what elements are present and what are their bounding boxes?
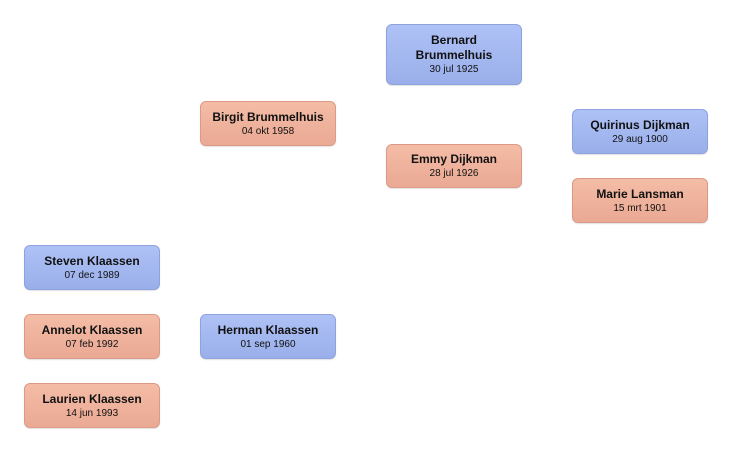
- person-birth-date: 29 aug 1900: [612, 133, 668, 145]
- person-box-quirinus-dijkman[interactable]: Quirinus Dijkman 29 aug 1900: [572, 109, 708, 154]
- person-box-herman-klaassen[interactable]: Herman Klaassen 01 sep 1960: [200, 314, 336, 359]
- person-name: Herman Klaassen: [217, 322, 319, 337]
- person-name: Steven Klaassen: [44, 253, 140, 268]
- person-birth-date: 07 feb 1992: [65, 338, 119, 350]
- person-birth-date: 28 jul 1926: [429, 168, 479, 179]
- person-box-annelot-klaassen[interactable]: Annelot Klaassen 07 feb 1992: [24, 314, 160, 359]
- person-name: Quirinus Dijkman: [590, 117, 690, 132]
- person-birth-date: 14 jun 1993: [65, 407, 119, 419]
- person-birth-date: 01 sep 1960: [240, 338, 296, 350]
- person-name: Laurien Klaassen: [42, 391, 142, 406]
- person-birth-date: 30 jul 1925: [429, 64, 479, 75]
- person-name: Marie Lansman: [596, 186, 684, 201]
- person-name: Annelot Klaassen: [41, 322, 143, 337]
- person-name: Bernard Brummelhuis: [415, 33, 493, 62]
- person-box-marie-lansman[interactable]: Marie Lansman 15 mrt 1901: [572, 178, 708, 223]
- person-box-laurien-klaassen[interactable]: Laurien Klaassen 14 jun 1993: [24, 383, 160, 428]
- person-name: Birgit Brummelhuis: [212, 109, 324, 124]
- person-box-birgit-brummelhuis[interactable]: Birgit Brummelhuis 04 okt 1958: [200, 101, 336, 146]
- person-birth-date: 15 mrt 1901: [613, 202, 667, 214]
- person-birth-date: 07 dec 1989: [64, 269, 120, 281]
- person-box-steven-klaassen[interactable]: Steven Klaassen 07 dec 1989: [24, 245, 160, 290]
- person-name: Emmy Dijkman: [410, 152, 498, 166]
- person-birth-date: 04 okt 1958: [241, 125, 295, 137]
- person-box-emmy-dijkman[interactable]: Emmy Dijkman 28 jul 1926: [386, 144, 522, 188]
- person-box-bernard-brummelhuis[interactable]: Bernard Brummelhuis 30 jul 1925: [386, 24, 522, 85]
